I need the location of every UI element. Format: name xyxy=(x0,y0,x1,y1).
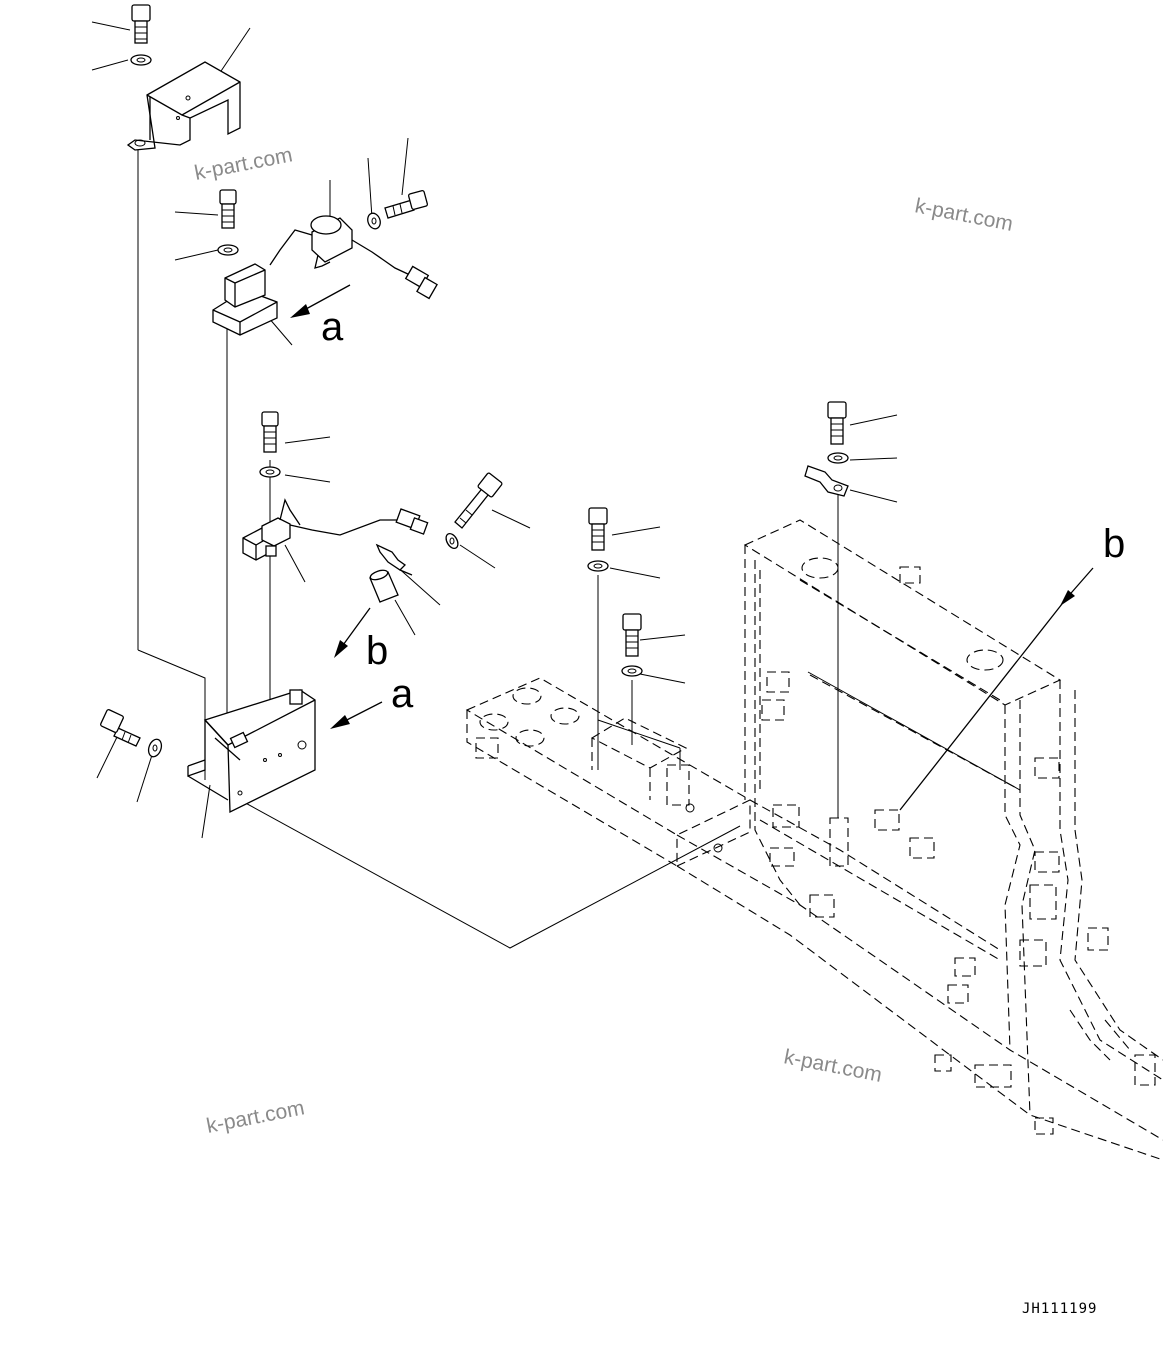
arrow-b-right xyxy=(899,567,1094,811)
solenoid xyxy=(269,215,438,300)
plate-bolt xyxy=(100,709,141,747)
mounting-plate xyxy=(187,689,316,814)
right-bolt xyxy=(827,401,847,445)
callout-leader-lines xyxy=(91,21,898,839)
watermark: k-part.com xyxy=(913,194,1015,236)
callout-letter-a-upper: a xyxy=(321,305,344,349)
center-bolt-lower xyxy=(622,613,642,657)
plate-washer xyxy=(147,738,163,758)
watermarks: k-part.com k-part.com k-part.com k-part.… xyxy=(193,143,1015,1138)
limit-switch xyxy=(242,498,429,561)
switch-mount-block xyxy=(212,263,278,336)
right-clamp xyxy=(804,465,849,497)
center-washer-lower xyxy=(621,665,643,677)
solenoid-bolt xyxy=(384,190,428,219)
switch-bolt xyxy=(261,411,279,453)
right-washer xyxy=(827,452,849,464)
long-bolt-washer xyxy=(445,532,459,550)
watermark: k-part.com xyxy=(193,143,295,185)
assembly-guide-lines xyxy=(137,150,1021,949)
spacer-collar xyxy=(369,569,399,603)
cover-bracket xyxy=(126,61,241,151)
drawing-code: JH111199 xyxy=(1022,1301,1097,1317)
callout-letters: a a b b xyxy=(321,305,1125,716)
cable-clip xyxy=(375,543,413,576)
machine-frame xyxy=(465,519,1163,1161)
arrow-a-lower xyxy=(330,701,383,729)
solenoid-washer xyxy=(367,212,381,230)
bracket-washer xyxy=(217,244,239,256)
arrow-b-left xyxy=(334,607,371,658)
arrow-a-upper xyxy=(290,284,351,318)
callout-letter-b-right: b xyxy=(1103,522,1125,566)
watermark: k-part.com xyxy=(205,1096,307,1138)
top-bolt xyxy=(131,4,151,44)
bracket-bolt xyxy=(219,189,237,229)
callout-letter-b-left: b xyxy=(366,629,388,673)
callout-letter-a-lower: a xyxy=(391,672,414,716)
long-bolt xyxy=(454,472,503,529)
watermark: k-part.com xyxy=(782,1045,884,1087)
center-bolt-upper xyxy=(588,507,608,551)
center-washer-upper xyxy=(587,560,609,572)
top-washer xyxy=(130,54,152,66)
switch-washer xyxy=(259,466,281,478)
